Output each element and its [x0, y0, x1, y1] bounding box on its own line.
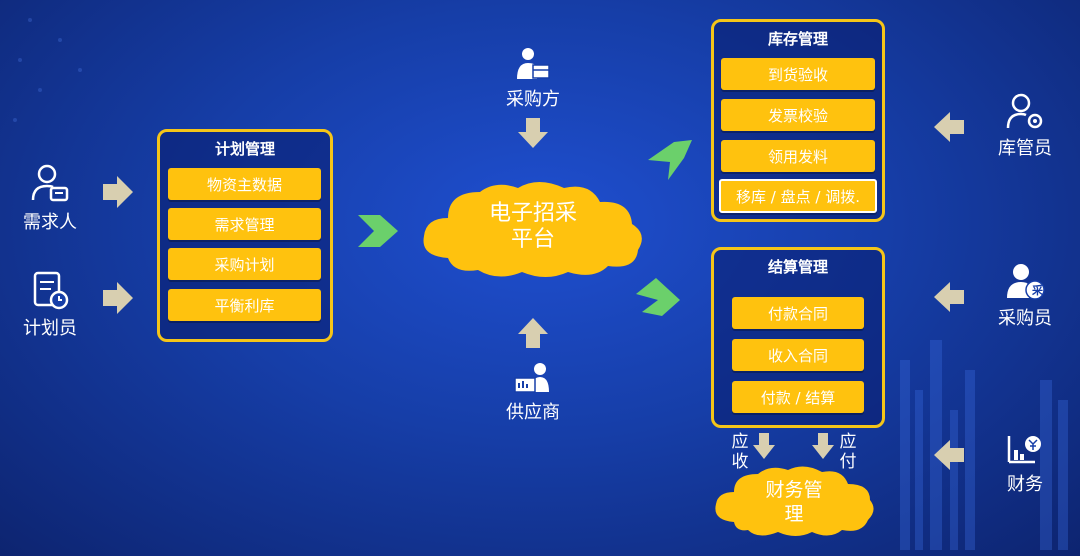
- buyer-badge-text: 采: [1032, 284, 1043, 297]
- plan-item[interactable]: 采购计划: [168, 248, 321, 280]
- panel-title: 结算管理: [767, 258, 828, 276]
- actor-buyer: 采 采购员: [980, 262, 1070, 330]
- chevron-right-icon: [358, 215, 398, 247]
- inventory-item[interactable]: 领用发料: [721, 140, 875, 172]
- inventory-item[interactable]: 到货验收: [721, 58, 875, 90]
- actor-supplier: 供应商: [488, 362, 578, 424]
- plan-item[interactable]: 需求管理: [168, 208, 321, 240]
- cloud-line: 电子招采: [488, 201, 577, 226]
- actor-label: 供应商: [506, 402, 560, 423]
- actor-label: 财务: [1007, 474, 1043, 495]
- plan-management-panel: 计划管理 物资主数据 需求管理 采购计划 平衡利库: [157, 129, 333, 342]
- cloud-line: 平台: [510, 227, 555, 252]
- user-id-icon: [31, 164, 69, 202]
- user-badge-icon: [1007, 264, 1045, 300]
- settlement-item[interactable]: 付款合同: [732, 297, 864, 329]
- actor-finance: 财务: [980, 432, 1070, 496]
- person-computer-icon: [514, 363, 549, 393]
- chart-yen-icon: [1007, 436, 1041, 464]
- cloud-line: 理: [784, 503, 804, 525]
- actor-label: 计划员: [23, 318, 77, 339]
- inventory-item[interactable]: 移库 / 盘点 / 调拨.: [719, 179, 877, 213]
- plan-item[interactable]: 物资主数据: [168, 168, 321, 200]
- flow-arrow-left: [934, 440, 964, 470]
- flow-arrow-right: [103, 176, 133, 208]
- person-box-icon: [517, 48, 550, 79]
- settlement-management-panel: 结算管理 付款合同 收入合同 付款 / 结算: [711, 247, 885, 428]
- actor-label: 库管员: [998, 138, 1052, 159]
- user-gear-icon: [1006, 93, 1043, 129]
- actor-purchaser-top: 采购方: [488, 45, 578, 111]
- chevron-up-right-icon: [648, 140, 692, 180]
- platform-cloud-label: 电子招采 平台: [478, 201, 588, 253]
- inventory-management-panel: 库存管理 到货验收 发票校验 领用发料 移库 / 盘点 / 调拨.: [711, 19, 885, 222]
- receivable-label: 应收: [731, 432, 749, 472]
- finance-cloud: [715, 466, 874, 536]
- flow-arrow-up: [518, 318, 548, 348]
- inventory-item[interactable]: 发票校验: [721, 99, 875, 131]
- actor-label: 采购员: [998, 308, 1052, 329]
- chevron-down-right-icon: [636, 278, 680, 316]
- flow-arrow-right: [103, 282, 133, 314]
- settlement-item[interactable]: 付款 / 结算: [732, 381, 864, 413]
- flow-arrow-left: [934, 112, 964, 142]
- payable-label: 应付: [839, 432, 857, 472]
- plan-item[interactable]: 平衡利库: [168, 289, 321, 321]
- flow-arrow-down: [753, 433, 775, 459]
- actor-demander: 需求人: [5, 162, 95, 234]
- actor-label: 需求人: [23, 212, 77, 233]
- flow-arrow-down: [812, 433, 834, 459]
- cloud-line: 财务管: [765, 479, 823, 501]
- actor-planner: 计划员: [5, 270, 95, 340]
- panel-title: 库存管理: [767, 30, 828, 48]
- flow-arrow-left: [934, 282, 964, 312]
- actor-warehouse-keeper: 库管员: [980, 92, 1070, 160]
- document-clock-icon: [33, 271, 69, 310]
- flow-arrow-down: [518, 118, 548, 148]
- settlement-item[interactable]: 收入合同: [732, 339, 864, 371]
- finance-cloud-label: 财务管 理: [736, 478, 852, 526]
- panel-title: 计划管理: [214, 140, 275, 158]
- actor-label: 采购方: [506, 89, 560, 110]
- platform-cloud: [423, 182, 642, 277]
